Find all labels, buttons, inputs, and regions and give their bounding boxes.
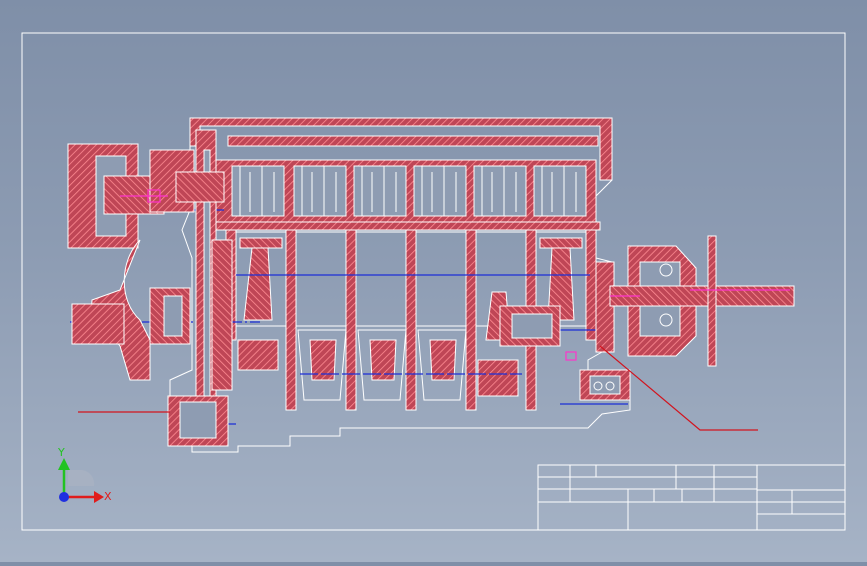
x-axis-label: X — [104, 490, 112, 503]
top-rib — [227, 135, 599, 147]
leader-lines — [78, 345, 758, 431]
axis-triad: Y X — [57, 446, 112, 503]
y-axis-label: Y — [57, 446, 65, 459]
right-output-assembly — [499, 235, 795, 401]
sheet-border — [21, 32, 846, 531]
left-gear-housing — [67, 129, 233, 447]
title-block[interactable] — [537, 464, 846, 531]
cylinder-deck — [215, 221, 601, 231]
z-axis-dot — [59, 492, 69, 502]
top-cover — [189, 117, 613, 181]
valve-gear-row — [211, 159, 597, 223]
crankcase-outline — [169, 117, 631, 453]
engine-section-drawing[interactable] — [67, 117, 795, 453]
magenta-details — [120, 189, 790, 361]
